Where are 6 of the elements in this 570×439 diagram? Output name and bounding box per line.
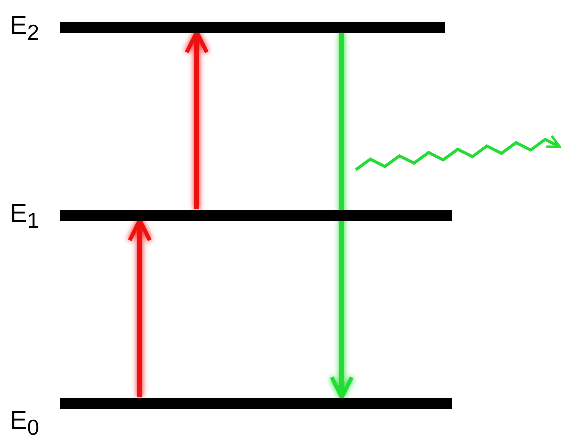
transition-arrow: [185, 30, 209, 210]
energy-level-label: E$_{0}$: [10, 405, 40, 439]
energy-level-label: E$_{1}$: [10, 198, 40, 234]
transition-arrow: [330, 32, 354, 400]
transition-arrow: [128, 218, 152, 398]
energy-level-label: E$_{2}$: [10, 10, 40, 46]
